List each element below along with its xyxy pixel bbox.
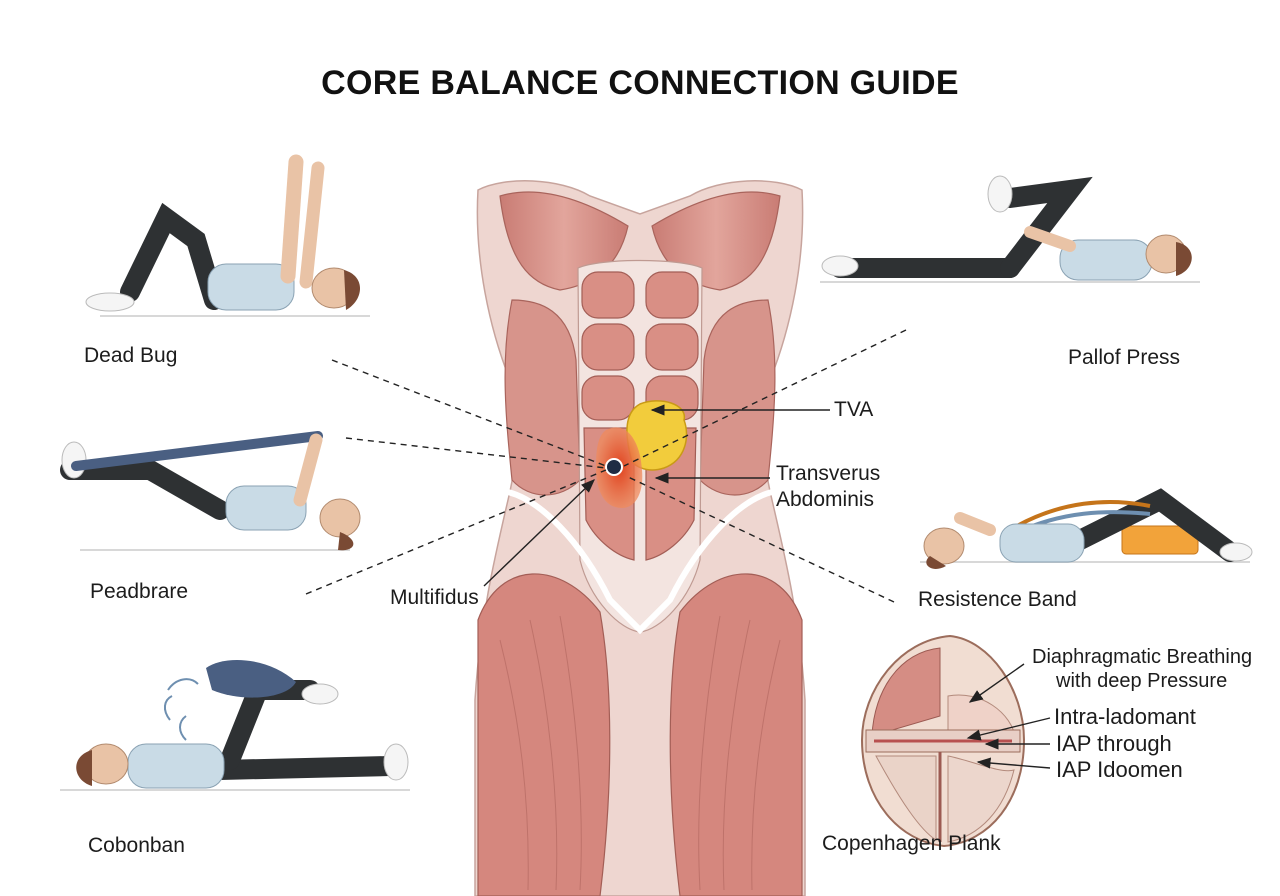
- label-peadbrare: Peadbrare: [90, 580, 189, 603]
- label-resistence-band: Resistence Band: [918, 588, 1077, 611]
- label-abdominis: Abdominis: [776, 488, 875, 511]
- cobonban-figure: [60, 659, 410, 791]
- resistence-band-figure: [920, 488, 1253, 569]
- label-breathing-5: IAP Idoomen: [1056, 757, 1183, 782]
- thigh-fibers: [499, 615, 781, 891]
- label-breathing-3: Intra-ladomant: [1054, 704, 1196, 729]
- resistence-connector: [625, 475, 895, 603]
- label-pallof-press: Pallof Press: [1068, 346, 1181, 369]
- breathing-pointers: [966, 663, 1051, 769]
- label-tva: TVA: [834, 398, 874, 421]
- label-transverus: Transverus: [776, 462, 881, 485]
- pallof-press-figure: [820, 175, 1200, 283]
- breathing-cross-section: [860, 634, 1026, 848]
- multifidus-pointer: [483, 479, 596, 587]
- label-multifidus: Multifidus: [390, 586, 479, 609]
- page-title: CORE BALANCE CONNECTION GUIDE: [321, 64, 959, 102]
- left-oblique: [504, 299, 581, 496]
- dead-bug-figure: [85, 154, 370, 317]
- label-breathing-1: Diaphragmatic Breathing: [1032, 646, 1253, 668]
- connector-lines: [305, 329, 907, 603]
- peadbrare-figure: [60, 431, 361, 551]
- pointer-arrows: [483, 404, 830, 587]
- right-thigh: [669, 573, 803, 896]
- core-point: [605, 458, 623, 476]
- torso-anatomy: [474, 180, 806, 896]
- left-thigh: [477, 573, 611, 896]
- label-breathing-4: IAP through: [1056, 731, 1172, 756]
- label-dead-bug: Dead Bug: [84, 344, 178, 367]
- label-cobonban: Cobonban: [88, 834, 185, 857]
- pallof-connector: [623, 329, 907, 467]
- right-oblique: [699, 299, 776, 496]
- label-copenhagen-plank: Copenhagen Plank: [822, 832, 1001, 855]
- dead-bug-connector: [331, 359, 607, 467]
- inguinal-line: [507, 489, 773, 635]
- label-breathing-2: with deep Pressure: [1056, 670, 1228, 692]
